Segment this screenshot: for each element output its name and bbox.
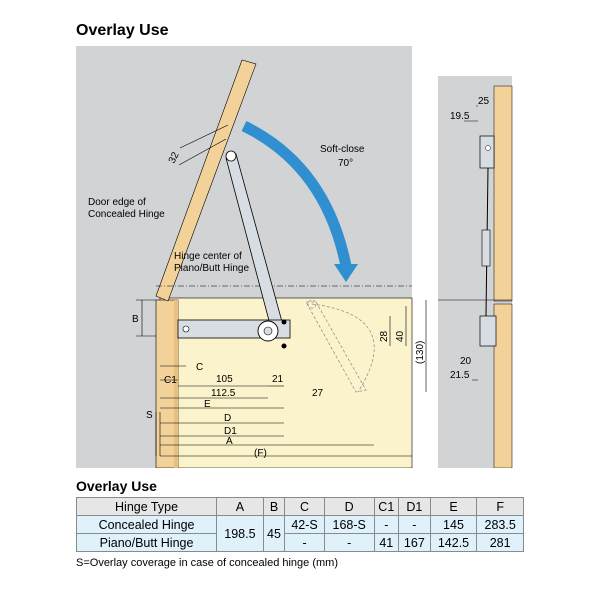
dim-19-5: 19.5 xyxy=(450,111,470,122)
cell-C1: - xyxy=(373,515,400,534)
soft-close-arc xyxy=(241,121,352,268)
cell-D: 168-S xyxy=(323,515,375,534)
cabinet-side-edge xyxy=(174,300,178,468)
spec-table: Hinge Type A B C D C1 D1 E F Concealed H… xyxy=(75,497,524,552)
dim-21-5: 21.5 xyxy=(450,370,470,381)
door-edge-label-2: Concealed Hinge xyxy=(88,209,165,220)
table-row: Concealed Hinge 198.5 45 42-S 168-S - - … xyxy=(75,515,524,552)
page-title: Overlay Use xyxy=(76,22,169,39)
cell-E: 145 xyxy=(429,515,478,534)
cell-type: Piano/Butt Hinge xyxy=(75,533,218,552)
dim-130: (130) xyxy=(415,341,426,364)
dim-D: D xyxy=(224,413,231,424)
dim-E: E xyxy=(204,399,211,410)
hinge-center-label-1: Hinge center of xyxy=(174,251,242,262)
dim-112-5: 112.5 xyxy=(211,388,236,399)
header-B: B xyxy=(262,497,286,516)
header-C1: C1 xyxy=(373,497,400,516)
header-E: E xyxy=(429,497,478,516)
header-A: A xyxy=(216,497,264,516)
dim-A: A xyxy=(226,436,233,447)
cell-A: 198.5 xyxy=(216,515,264,552)
dim-D1: D1 xyxy=(224,426,237,437)
dim-20: 20 xyxy=(460,356,472,367)
cell-F: 281 xyxy=(476,533,524,552)
header-D1: D1 xyxy=(398,497,431,516)
table-header-row: Hinge Type A B C D C1 D1 E F xyxy=(75,497,524,516)
cell-D1: 167 xyxy=(398,533,431,552)
table-title: Overlay Use xyxy=(76,478,157,494)
soft-close-arrowhead xyxy=(334,264,358,282)
dim-32: 32 xyxy=(167,150,182,165)
cell-B: 45 xyxy=(262,515,286,552)
dim-28: 28 xyxy=(379,330,390,342)
dim-S: S xyxy=(146,410,153,421)
cell-D: - xyxy=(323,533,375,552)
arm-pivot-top xyxy=(225,150,237,162)
dim-F: (F) xyxy=(254,448,267,459)
side-view-hardware xyxy=(438,76,513,468)
open-door xyxy=(155,59,257,302)
dim-105: 105 xyxy=(216,374,233,385)
dim-C1: C1 xyxy=(164,375,177,386)
dim-40: 40 xyxy=(395,330,406,342)
header-F: F xyxy=(476,497,524,516)
table-row: Piano/Butt Hinge - - 41 167 142.5 281 xyxy=(75,533,524,552)
header-D: D xyxy=(323,497,375,516)
hinge-center-label-2: Piano/Butt Hinge xyxy=(174,263,249,274)
door-edge-label-1: Door edge of xyxy=(88,197,146,208)
soft-close-label: Soft-close xyxy=(320,144,365,155)
header-C: C xyxy=(284,497,325,516)
dim-C: C xyxy=(196,362,203,373)
cell-type: Concealed Hinge xyxy=(75,515,218,534)
footnote: S=Overlay coverage in case of concealed … xyxy=(76,557,338,569)
dim-25: 25 xyxy=(478,96,490,107)
hinge-diagram: Soft-close 70° Door edge of Concealed Hi… xyxy=(76,46,524,468)
cell-F: 283.5 xyxy=(476,515,524,534)
dim-21: 21 xyxy=(272,374,284,385)
header-hinge-type: Hinge Type xyxy=(75,497,218,516)
soft-close-angle: 70° xyxy=(338,158,353,169)
dim-27: 27 xyxy=(312,388,324,399)
cell-E: 142.5 xyxy=(429,533,478,552)
cell-C1: 41 xyxy=(373,533,400,552)
dim-B: B xyxy=(132,314,139,325)
cell-D1: - xyxy=(398,515,431,534)
closed-arm-ghost xyxy=(305,299,375,393)
cell-C: - xyxy=(284,533,325,552)
cell-C: 42-S xyxy=(284,515,325,534)
